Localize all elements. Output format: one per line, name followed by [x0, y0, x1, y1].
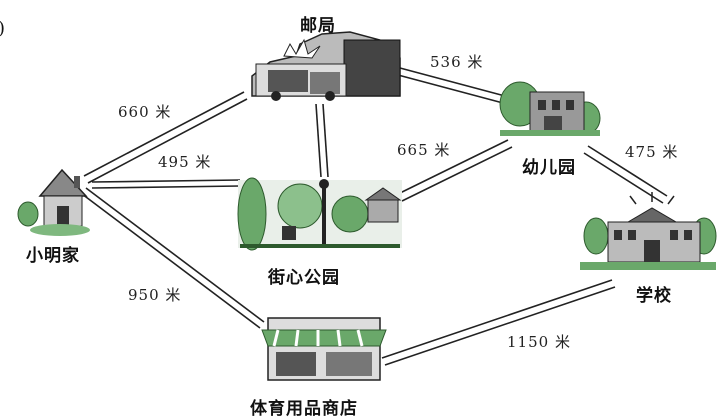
road-home-park	[91, 179, 241, 189]
road-post-park	[315, 103, 329, 178]
distance-park-kinder: 665 米	[397, 141, 451, 159]
corner-mark: )	[0, 18, 5, 39]
roads	[81, 67, 668, 366]
post-office-icon	[251, 31, 401, 101]
road-post-kinder	[397, 67, 506, 104]
label-post-office: 邮局	[300, 16, 336, 36]
label-store: 体育用品商店	[250, 399, 358, 419]
label-park: 街心公园	[268, 268, 340, 288]
sports-store-icon	[261, 317, 387, 381]
road-kinder-school	[583, 145, 668, 204]
road-home-store	[81, 187, 265, 329]
distance-home-post: 660 米	[118, 103, 172, 121]
label-school: 学校	[636, 286, 672, 306]
road-park-kinder	[397, 139, 513, 202]
distance-post-kinder: 536 米	[430, 53, 484, 71]
school-icon	[580, 192, 717, 270]
home-icon	[17, 168, 90, 236]
distance-kinder-school: 475 米	[625, 143, 679, 161]
park-icon	[237, 177, 402, 251]
label-home: 小明家	[26, 246, 80, 266]
distance-home-park: 495 米	[158, 153, 212, 171]
distance-home-store: 950 米	[128, 286, 182, 304]
road-store-school	[381, 279, 616, 366]
road-home-post	[83, 91, 248, 184]
label-kindergarten: 幼儿园	[522, 158, 576, 178]
distance-store-school: 1150 米	[507, 333, 571, 351]
kindergarten-icon	[499, 81, 601, 136]
